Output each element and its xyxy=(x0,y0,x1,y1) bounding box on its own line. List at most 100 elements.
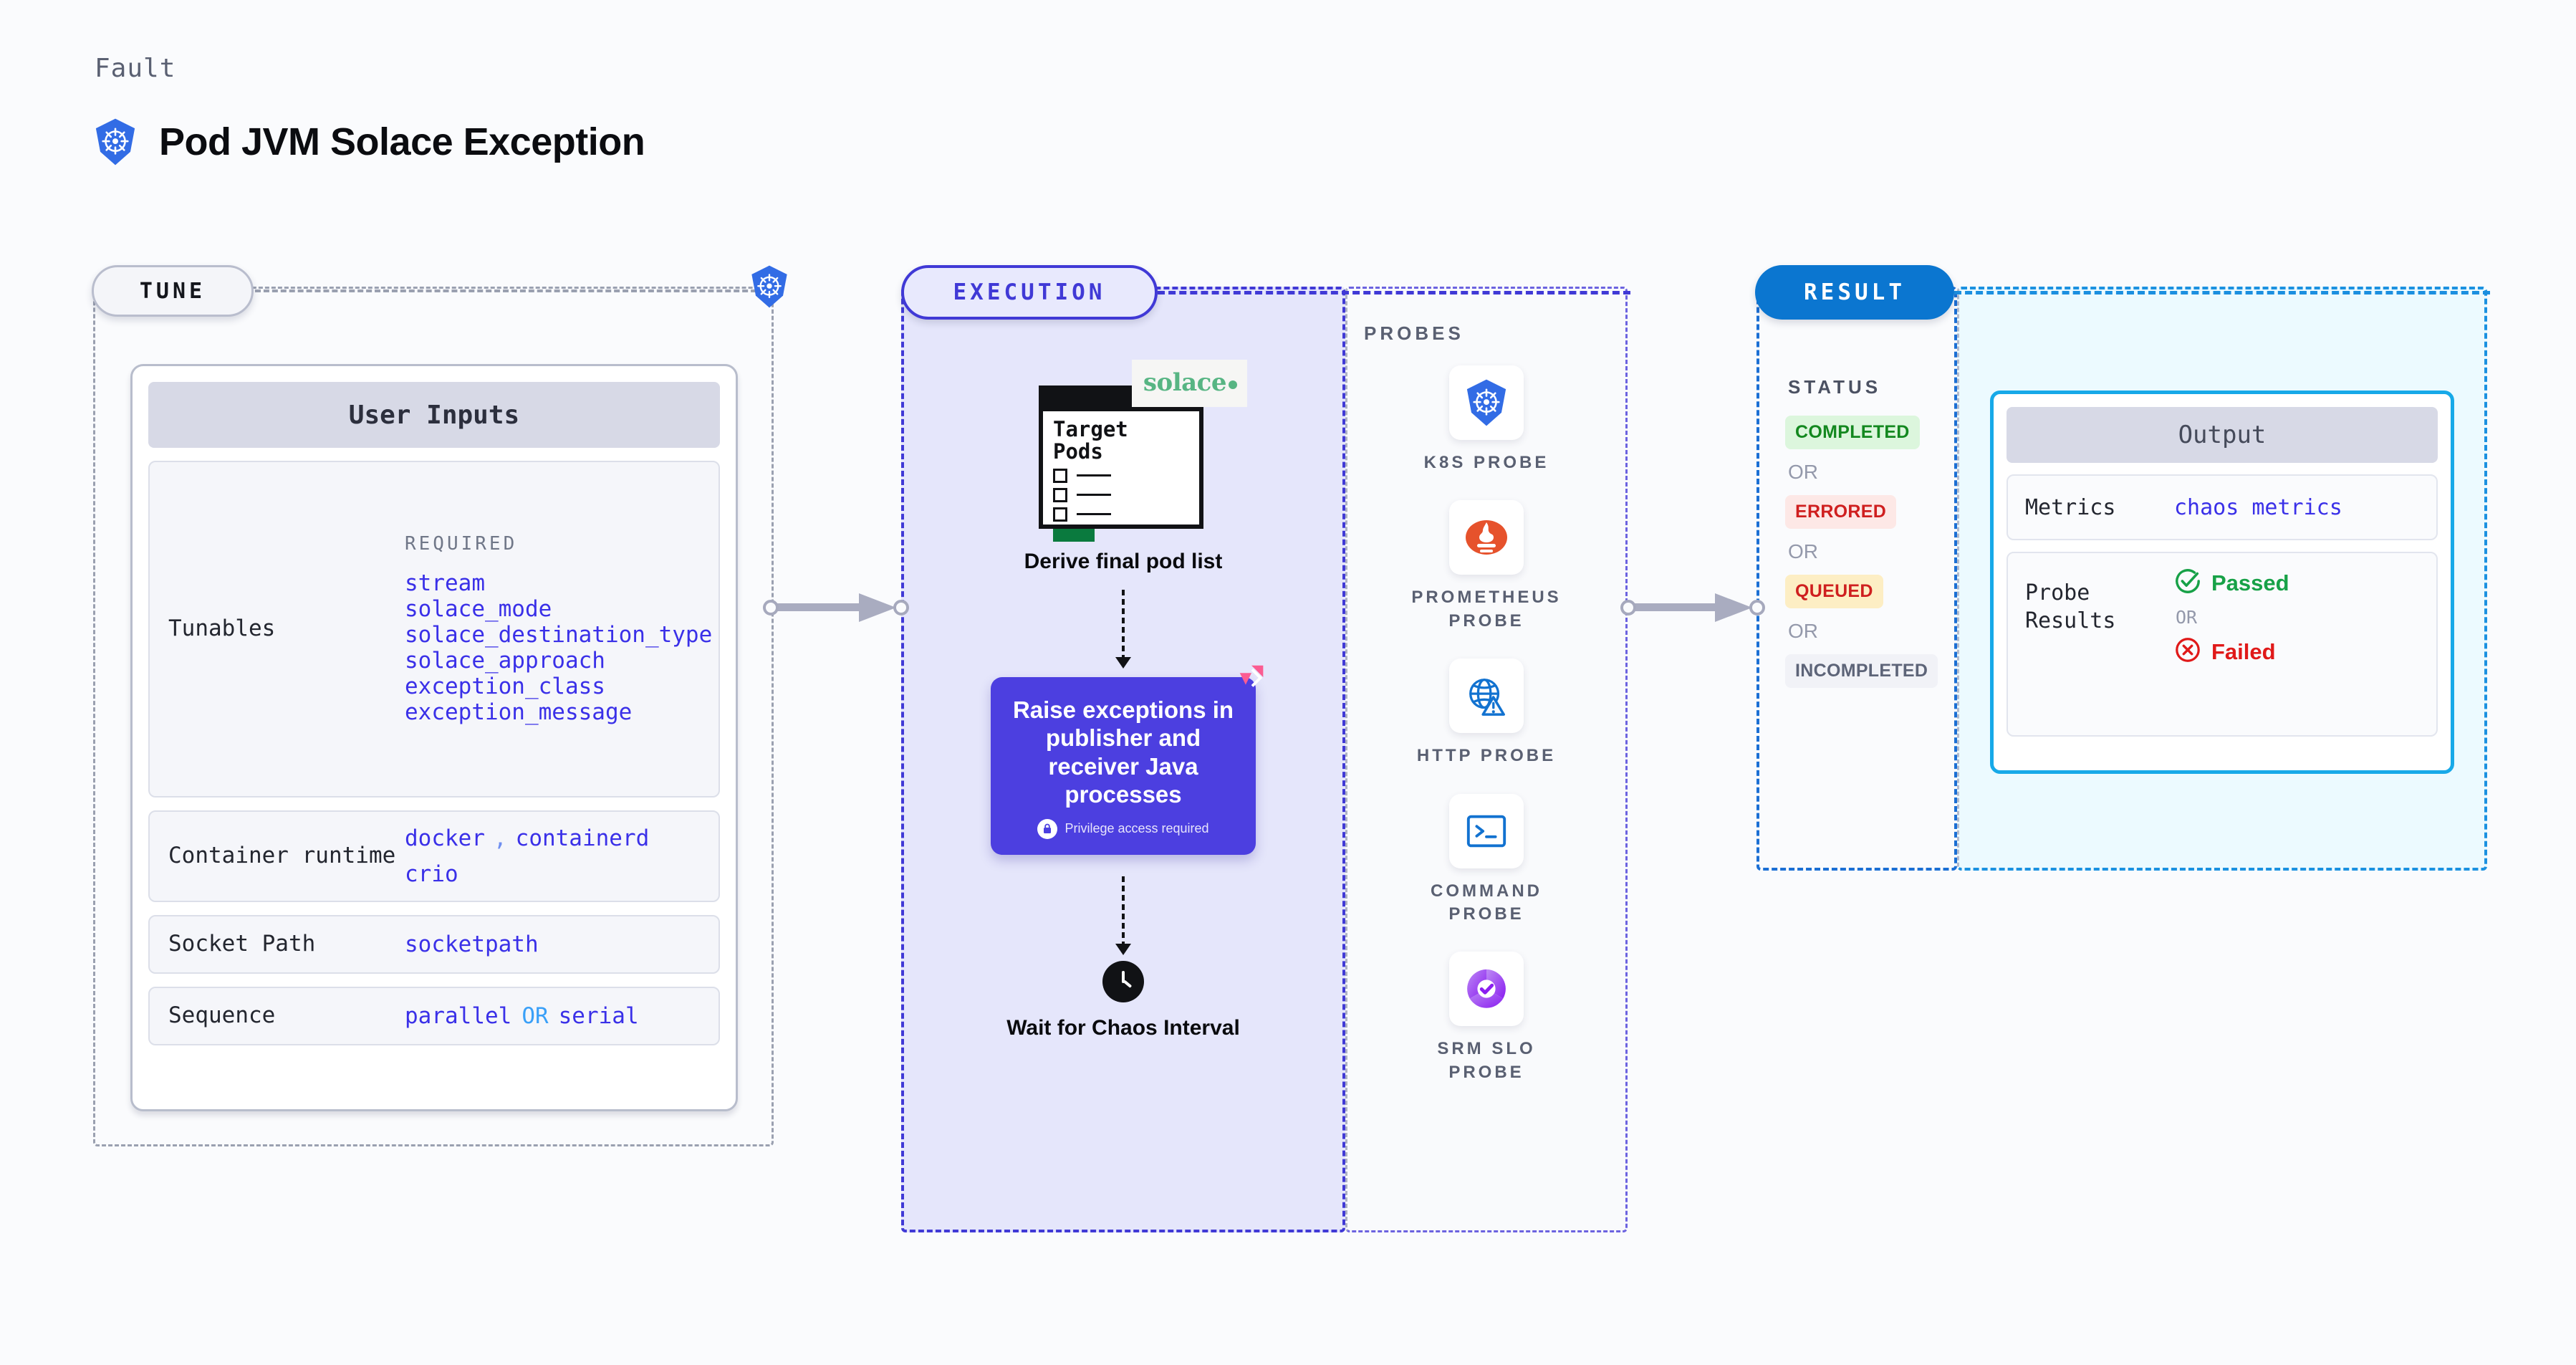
runtime-crio[interactable]: crio xyxy=(405,861,458,887)
solace-logo: solace xyxy=(1131,360,1247,407)
tunable-solace-mode[interactable]: solace_mode xyxy=(405,596,552,622)
socket-path-value[interactable]: socketpath xyxy=(405,931,539,957)
derive-pod-list-caption: Derive final pod list xyxy=(1024,550,1223,573)
probe-srm-slo[interactable]: SRM SLO PROBE xyxy=(1397,952,1576,1084)
tune-stage-chip[interactable]: TUNE xyxy=(92,265,254,317)
probe-result-passed: Passed xyxy=(2174,567,2289,598)
probe-http-label: HTTP PROBE xyxy=(1416,746,1557,766)
status-badges-list: COMPLETED OR ERRORED OR QUEUED OR INCOMP… xyxy=(1785,416,1957,688)
litmus-chaos-icon xyxy=(1236,661,1269,698)
probe-results-key: Probe Results xyxy=(2025,580,2116,633)
tunables-row: Tunables REQUIRED stream solace_mode sol… xyxy=(148,461,720,798)
execution-stage-chip[interactable]: EXECUTION xyxy=(901,265,1158,320)
checkbox-icon[interactable] xyxy=(1053,487,1067,502)
kubernetes-icon xyxy=(1449,365,1524,440)
probe-result-or: OR xyxy=(2176,607,2198,628)
sequence-serial[interactable]: serial xyxy=(558,1003,639,1029)
checkbox-icon[interactable] xyxy=(1053,468,1067,483)
placeholder-line xyxy=(1077,474,1111,477)
kubernetes-badge-icon xyxy=(749,265,789,312)
tune-to-execution-arrow xyxy=(770,588,910,631)
status-or-2: OR xyxy=(1788,540,1818,562)
probe-results-row: Probe Results Passed OR xyxy=(2007,552,2438,737)
execution-connector-node-left xyxy=(893,600,909,616)
probes-title: PROBES xyxy=(1364,322,1464,344)
sequence-row: Sequence parallel OR serial xyxy=(148,987,720,1045)
tunable-solace-approach[interactable]: solace_approach xyxy=(405,648,605,674)
kubernetes-icon xyxy=(93,118,138,166)
runtime-docker[interactable]: docker xyxy=(405,825,485,851)
status-badge-completed: COMPLETED xyxy=(1785,416,1920,449)
result-chip-connector xyxy=(1954,291,2490,294)
clock-icon xyxy=(1102,960,1144,1002)
user-inputs-title: User Inputs xyxy=(148,382,720,448)
metrics-value[interactable]: chaos metrics xyxy=(2174,494,2342,520)
output-title: Output xyxy=(2007,407,2438,463)
x-circle-icon xyxy=(2174,636,2201,667)
failed-label: Failed xyxy=(2211,638,2276,664)
tune-chip-connector xyxy=(255,289,765,292)
page-title-row: Pod JVM Solace Exception xyxy=(93,118,645,166)
required-label: REQUIRED xyxy=(405,533,518,555)
tune-connector-node xyxy=(763,600,779,616)
status-or-3: OR xyxy=(1788,620,1818,642)
probe-results-values: Passed OR Failed xyxy=(2174,567,2289,667)
probe-command-label: COMMAND PROBE xyxy=(1431,881,1542,924)
placeholder-line xyxy=(1077,513,1111,516)
probes-panel xyxy=(1345,287,1628,1232)
probe-command[interactable]: COMMAND PROBE xyxy=(1397,793,1576,926)
srm-slo-icon xyxy=(1449,952,1524,1027)
tunable-exception-message[interactable]: exception_message xyxy=(405,699,633,725)
target-pods-title: Target Pods xyxy=(1053,417,1128,464)
checkbox-icon[interactable] xyxy=(1053,507,1067,522)
container-runtime-key: Container runtime xyxy=(168,843,396,869)
raise-exceptions-text: Raise exceptions in publisher and receiv… xyxy=(1012,696,1234,808)
status-title: STATUS xyxy=(1788,376,1882,398)
execution-chip-connector xyxy=(1158,291,1630,294)
container-runtime-values: docker , containerd crio xyxy=(405,825,649,887)
probe-http[interactable]: HTTP PROBE xyxy=(1397,658,1576,767)
lock-icon xyxy=(1037,818,1058,839)
socket-path-row: Socket Path socketpath xyxy=(148,915,720,974)
runtime-separator: , xyxy=(493,825,507,851)
runtime-containerd[interactable]: containerd xyxy=(515,825,650,851)
confirm-button[interactable] xyxy=(1053,528,1095,542)
status-badge-incompleted: INCOMPLETED xyxy=(1785,654,1938,688)
privilege-note-row: Privilege access required xyxy=(1006,818,1240,839)
execution-to-result-arrow xyxy=(1626,588,1766,631)
tunable-solace-destination-type[interactable]: solace_destination_type xyxy=(405,622,713,648)
target-pod-item xyxy=(1053,507,1189,522)
tune-stage-panel xyxy=(93,287,774,1146)
tune-chip-label: TUNE xyxy=(139,278,206,304)
metrics-row: Metrics chaos metrics xyxy=(2007,474,2438,540)
privilege-note-text: Privilege access required xyxy=(1064,821,1209,836)
socket-path-key: Socket Path xyxy=(168,931,316,957)
page-title: Pod JVM Solace Exception xyxy=(159,120,645,163)
probe-k8s-label: K8S PROBE xyxy=(1423,453,1549,472)
probe-srm-slo-label: SRM SLO PROBE xyxy=(1437,1039,1536,1082)
probes-list: K8S PROBE PROMETHEUS PROBE xyxy=(1345,365,1628,1084)
check-circle-icon xyxy=(2174,567,2201,598)
tunable-exception-class[interactable]: exception_class xyxy=(405,674,605,699)
status-badge-errored: ERRORED xyxy=(1785,495,1897,529)
flow-arrow-1 xyxy=(1115,589,1131,669)
output-card: Output Metrics chaos metrics Probe Resul… xyxy=(1990,391,2454,774)
probe-prometheus[interactable]: PROMETHEUS PROBE xyxy=(1397,500,1576,633)
result-stage-chip[interactable]: RESULT xyxy=(1755,265,1954,320)
sequence-parallel[interactable]: parallel xyxy=(405,1003,512,1029)
raise-exceptions-action-box[interactable]: Raise exceptions in publisher and receiv… xyxy=(991,665,1264,855)
sequence-joiner: OR xyxy=(522,1003,549,1029)
result-connector-node xyxy=(1749,600,1765,616)
target-pod-item xyxy=(1053,487,1189,502)
metrics-key: Metrics xyxy=(2025,494,2116,520)
status-badge-queued: QUEUED xyxy=(1785,575,1883,608)
status-or-1: OR xyxy=(1788,461,1818,483)
tunables-key: Tunables xyxy=(168,616,276,642)
probe-k8s[interactable]: K8S PROBE xyxy=(1397,365,1576,474)
probe-result-failed: Failed xyxy=(2174,636,2289,667)
globe-warning-icon xyxy=(1449,658,1524,734)
fault-eyebrow-label: Fault xyxy=(95,54,176,83)
tunable-stream[interactable]: stream xyxy=(405,570,485,596)
sequence-values: parallel OR serial xyxy=(405,1003,639,1029)
wait-for-chaos-interval-caption: Wait for Chaos Interval xyxy=(1006,1015,1240,1040)
